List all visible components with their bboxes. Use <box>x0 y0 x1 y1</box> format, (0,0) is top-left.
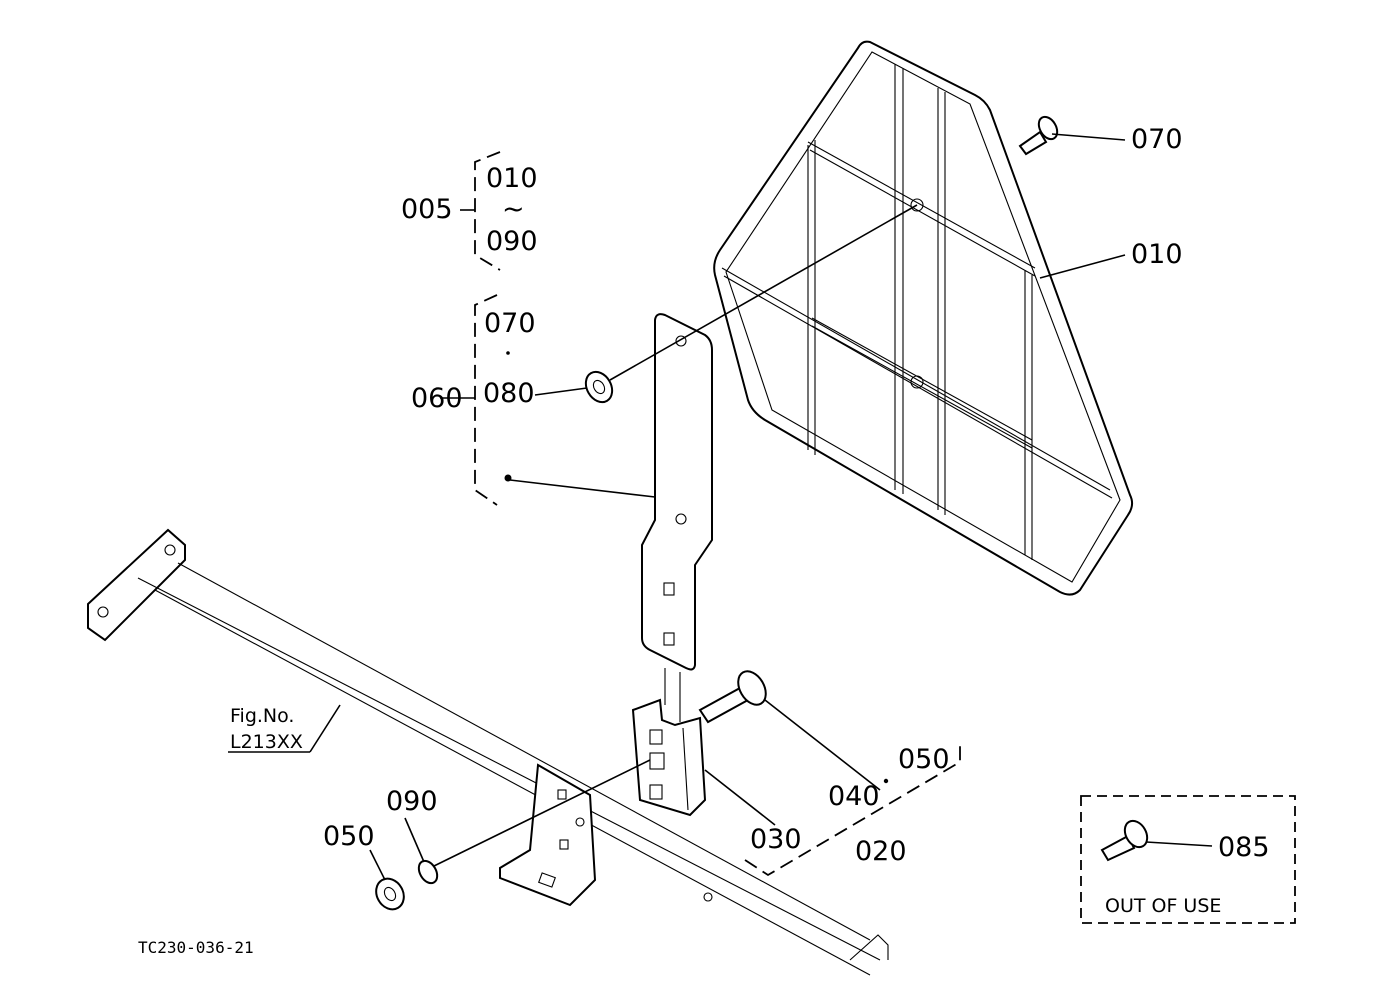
figure-ref-line1: Fig.No. <box>230 705 294 727</box>
washer-090 <box>417 859 439 885</box>
drawing-code: TC230-036-21 <box>138 938 254 957</box>
callout-010: 010 <box>1131 239 1183 270</box>
bolt-085 <box>1100 819 1149 862</box>
group-bracket-020 <box>744 742 961 877</box>
range-tilde: ~ <box>502 194 525 225</box>
callout-050-left: 050 <box>323 821 375 852</box>
callout-010-range-start: 010 <box>486 163 538 194</box>
holder-030 <box>631 698 707 817</box>
callout-030: 030 <box>750 824 802 855</box>
figure-ref-line2: L213XX <box>230 731 303 753</box>
dot-separator <box>506 351 510 355</box>
callout-005: 005 <box>401 194 453 225</box>
callout-070: 070 <box>1131 124 1183 155</box>
callout-050-right: 050 <box>898 744 950 775</box>
bolt-040 <box>698 670 767 724</box>
callout-080: 080 <box>483 378 535 409</box>
nut-080 <box>584 370 614 404</box>
out-of-use-label: OUT OF USE <box>1105 895 1221 917</box>
group-bracket-005 <box>474 151 501 271</box>
callout-090-range-end: 090 <box>486 226 538 257</box>
grille-guard <box>713 40 1134 596</box>
callout-060: 060 <box>411 383 463 414</box>
group-bracket-060 <box>474 294 498 506</box>
callout-040: 040 <box>828 781 880 812</box>
callout-085: 085 <box>1218 832 1270 863</box>
nut-050 <box>375 877 405 911</box>
callout-020: 020 <box>855 836 907 867</box>
dot-separator <box>883 778 889 784</box>
stay-bracket <box>641 313 713 722</box>
out-of-use-box <box>1080 795 1296 924</box>
frame-beam <box>87 528 889 976</box>
callout-090: 090 <box>386 786 438 817</box>
dot-marker <box>504 474 512 482</box>
callout-070-group: 070 <box>484 308 536 339</box>
leader-lines <box>228 133 1213 881</box>
